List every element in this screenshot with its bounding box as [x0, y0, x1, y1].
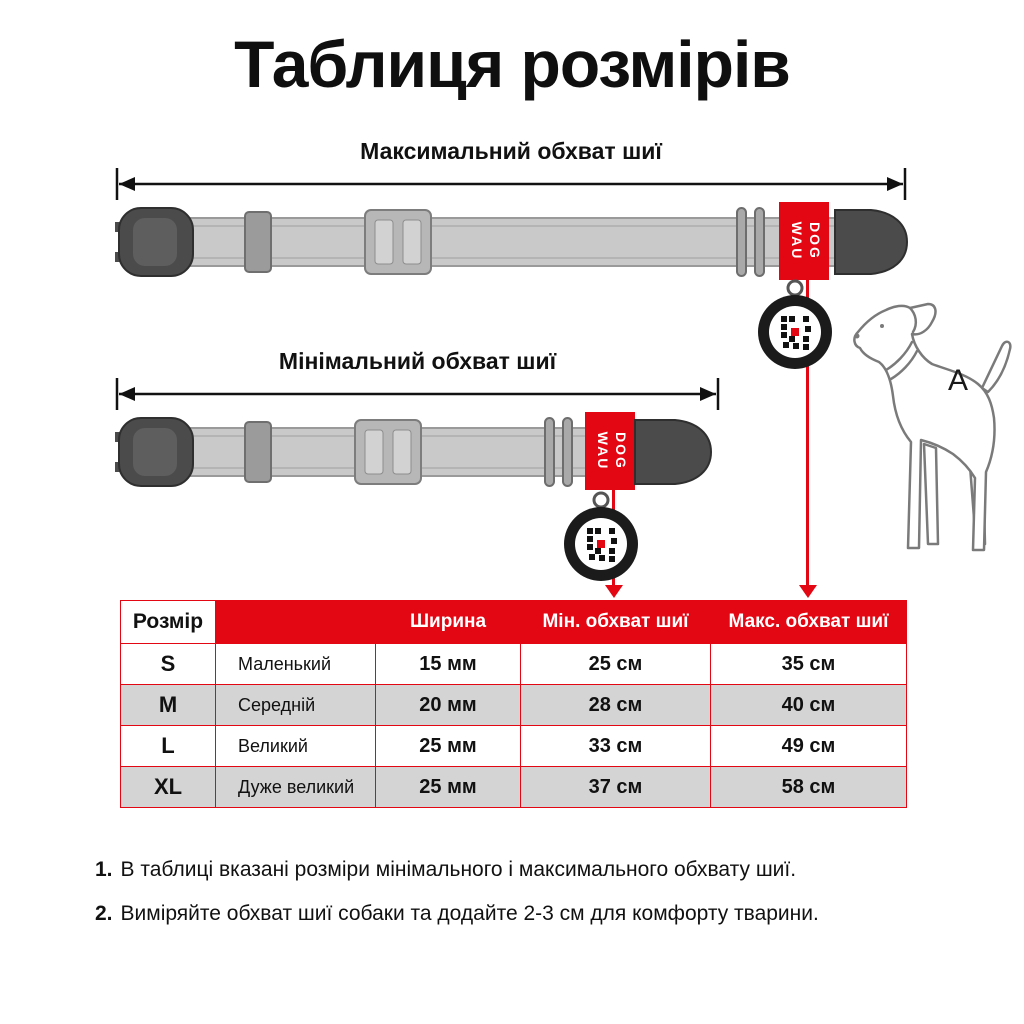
collar-buckle-left [115, 417, 194, 487]
collar-adjuster [354, 419, 422, 485]
max-neck-label: Максимальний обхват шиї [360, 138, 662, 164]
dog-body [853, 302, 996, 552]
arrowhead-icon [798, 585, 817, 598]
cell-size: L [121, 726, 216, 766]
qr-tag [564, 491, 638, 581]
cell-min: 37 см [521, 767, 711, 807]
cell-max: 35 см [711, 644, 906, 684]
cell-min: 28 см [521, 685, 711, 725]
cell-width: 20 мм [376, 685, 521, 725]
qr-code-icon [781, 316, 811, 350]
svg-text:WAU: WAU [595, 432, 611, 471]
dog-eye [880, 324, 884, 328]
collar-buckle-right [834, 209, 909, 275]
header-min-neck: Мін. обхват шиї [521, 601, 711, 643]
dog-nose [854, 333, 860, 339]
collar-keeper [244, 421, 272, 483]
cell-width: 15 мм [376, 644, 521, 684]
svg-text:DOG: DOG [807, 222, 823, 260]
min-neck-label: Мінімальний обхват шиї [278, 348, 557, 374]
cell-name: Маленький [216, 644, 376, 684]
note-text: В таблиці вказані розміри мінімального і… [120, 858, 797, 881]
cell-width: 25 мм [376, 726, 521, 766]
table-row: XL Дуже великий 25 мм 37 см 58 см [121, 766, 906, 807]
cell-size: XL [121, 767, 216, 807]
cell-max: 58 см [711, 767, 906, 807]
pointer-arrow-max [798, 278, 817, 598]
qr-tag [758, 279, 832, 369]
cell-min: 25 см [521, 644, 711, 684]
brand-label: WAU DOG [585, 412, 635, 490]
min-measure-arrow [115, 378, 720, 410]
cell-size: S [121, 644, 216, 684]
arrowhead-icon [604, 585, 623, 598]
dog-tail [980, 340, 1012, 394]
brand-label: WAU DOG [779, 202, 829, 280]
header-max-neck: Макс. обхват шиї [711, 601, 906, 643]
cell-name: Дуже великий [216, 767, 376, 807]
collar-keeper [244, 211, 272, 273]
dog-illustration: A [853, 302, 1012, 552]
cell-name: Середній [216, 685, 376, 725]
note-1: 1. В таблиці вказані розміри мінімального… [95, 858, 796, 882]
cell-name: Великий [216, 726, 376, 766]
note-text: Виміряйте обхват шиї собаки та додайте 2… [120, 902, 819, 925]
collar-d-ring [736, 207, 765, 277]
header-description [216, 601, 376, 643]
svg-text:WAU: WAU [789, 222, 805, 261]
note-number: 2. [95, 902, 113, 925]
neck-marker-a: A [948, 364, 968, 397]
collar-buckle-right [634, 419, 713, 485]
dog-ear [908, 306, 918, 334]
table-header-row: Розмір Ширина Мін. обхват шиї Макс. обхв… [121, 601, 906, 643]
cell-max: 40 см [711, 685, 906, 725]
page-title: Таблиця розмірів [234, 27, 791, 101]
dog-collar-line [884, 340, 914, 372]
cell-max: 49 см [711, 726, 906, 766]
table-row: M Середній 20 мм 28 см 40 см [121, 684, 906, 725]
cell-size: M [121, 685, 216, 725]
dog-far-front-leg [922, 442, 940, 546]
table-row: L Великий 25 мм 33 см 49 см [121, 725, 906, 766]
header-width: Ширина [376, 601, 521, 643]
note-2: 2. Виміряйте обхват шиї собаки та додайте… [95, 902, 819, 926]
max-measure-arrow [115, 168, 907, 200]
table-row: S Маленький 15 мм 25 см 35 см [121, 643, 906, 684]
cell-min: 33 см [521, 726, 711, 766]
collar-d-ring [544, 417, 573, 487]
dog-collar-line [889, 349, 919, 381]
header-size: Розмір [121, 601, 216, 643]
note-number: 1. [95, 858, 113, 881]
collar-adjuster [364, 209, 432, 275]
collar-buckle-left [115, 207, 194, 277]
svg-text:DOG: DOG [613, 432, 629, 470]
qr-code-icon [587, 528, 617, 562]
size-table: Розмір Ширина Мін. обхват шиї Макс. обхв… [120, 600, 907, 808]
cell-width: 25 мм [376, 767, 521, 807]
collar-max-illustration: WAU DOG [115, 202, 909, 369]
collar-min-illustration: WAU DOG [115, 412, 713, 581]
